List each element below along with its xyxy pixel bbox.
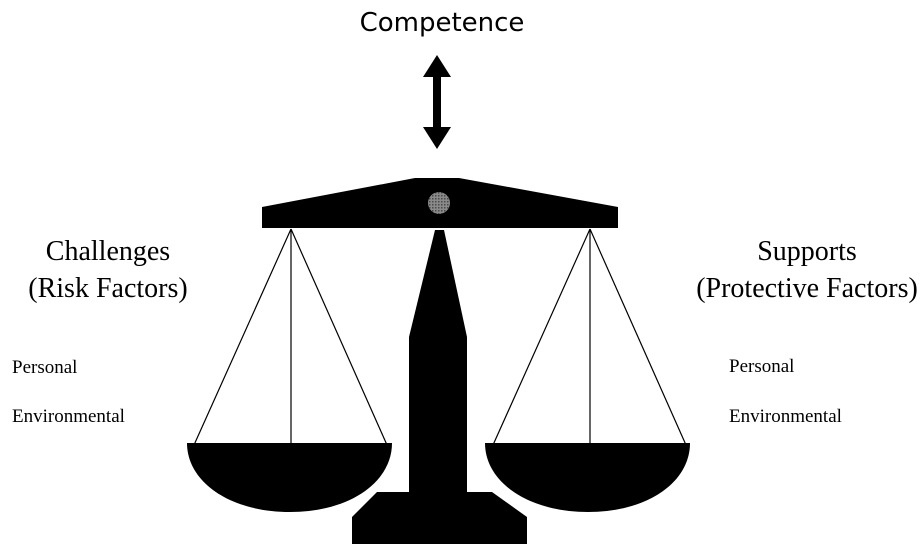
right-factor-environmental: Environmental — [729, 406, 842, 427]
left-factor-environmental: Environmental — [12, 406, 125, 427]
challenges-heading-line1: Challenges — [45, 236, 171, 267]
left-factor-personal: Personal — [12, 357, 78, 378]
left-strings — [193, 228, 388, 446]
scale-post — [409, 230, 467, 492]
challenges-heading-line2: (Risk Factors) — [28, 273, 188, 304]
supports-heading: Supports (Protective Factors) — [694, 233, 920, 307]
right-factor-personal: Personal — [729, 356, 795, 377]
supports-heading-line2: (Protective Factors) — [696, 273, 918, 304]
challenges-heading: Challenges (Risk Factors) — [4, 233, 212, 307]
supports-heading-line1: Supports — [757, 236, 857, 267]
scale-base — [352, 492, 527, 544]
right-pan — [485, 443, 690, 512]
diagram-title: Competence — [359, 8, 525, 38]
left-pan — [187, 443, 392, 512]
double-arrow-icon — [423, 55, 451, 149]
right-strings — [492, 228, 687, 446]
pivot-knob — [428, 192, 450, 214]
